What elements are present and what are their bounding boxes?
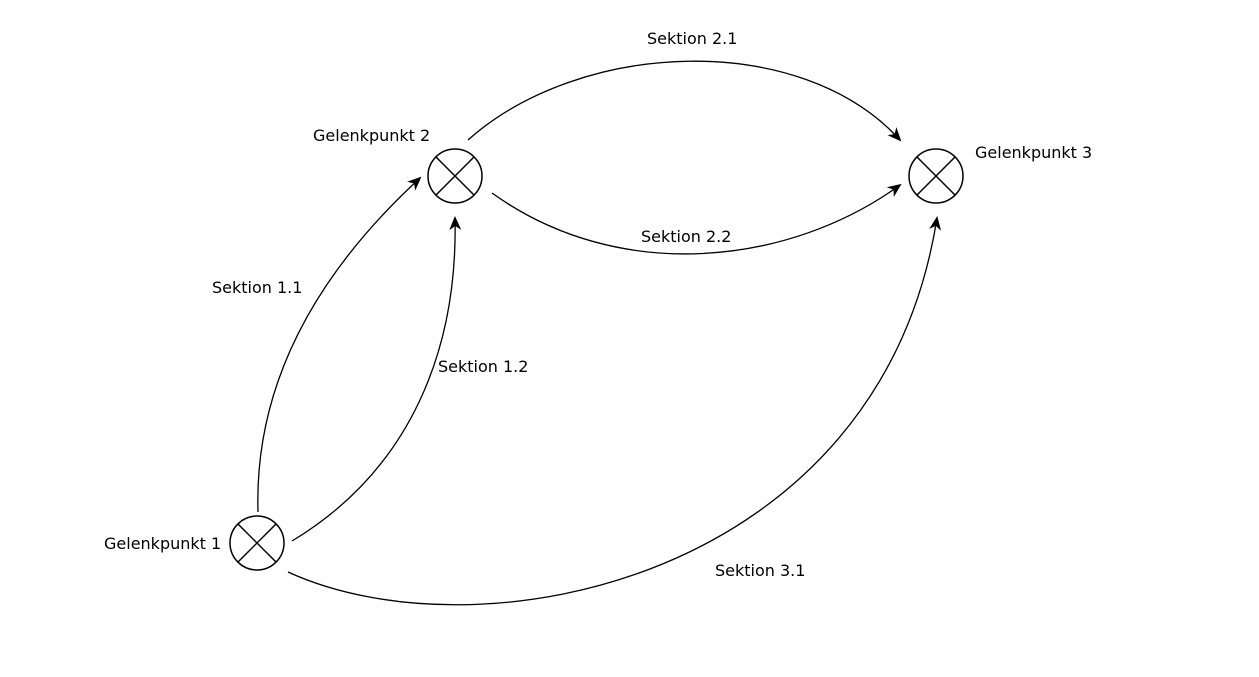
edge-sektion-1-1 [257,176,422,513]
node-label-gelenkpunkt-3: Gelenkpunkt 3 [975,143,1092,162]
node-gelenkpunkt-1 [229,515,285,571]
node-label-gelenkpunkt-1: Gelenkpunkt 1 [104,534,221,553]
edge-label-sektion-1-1: Sektion 1.1 [212,278,302,297]
edge-sektion-2-2 [491,183,902,255]
node-gelenkpunkt-2 [427,148,483,204]
edge-label-sektion-1-2: Sektion 1.2 [438,357,528,376]
edge-sektion-1-2 [291,216,462,542]
edge-label-sektion-3-1: Sektion 3.1 [715,561,805,580]
edges [257,60,942,606]
edge-sektion-3-1 [287,216,942,606]
node-gelenkpunkt-3 [908,148,964,204]
edge-label-sektion-2-1: Sektion 2.1 [647,29,737,48]
node-label-gelenkpunkt-2: Gelenkpunkt 2 [313,126,430,145]
edge-sektion-2-1 [467,60,902,142]
edge-label-sektion-2-2: Sektion 2.2 [641,227,731,246]
